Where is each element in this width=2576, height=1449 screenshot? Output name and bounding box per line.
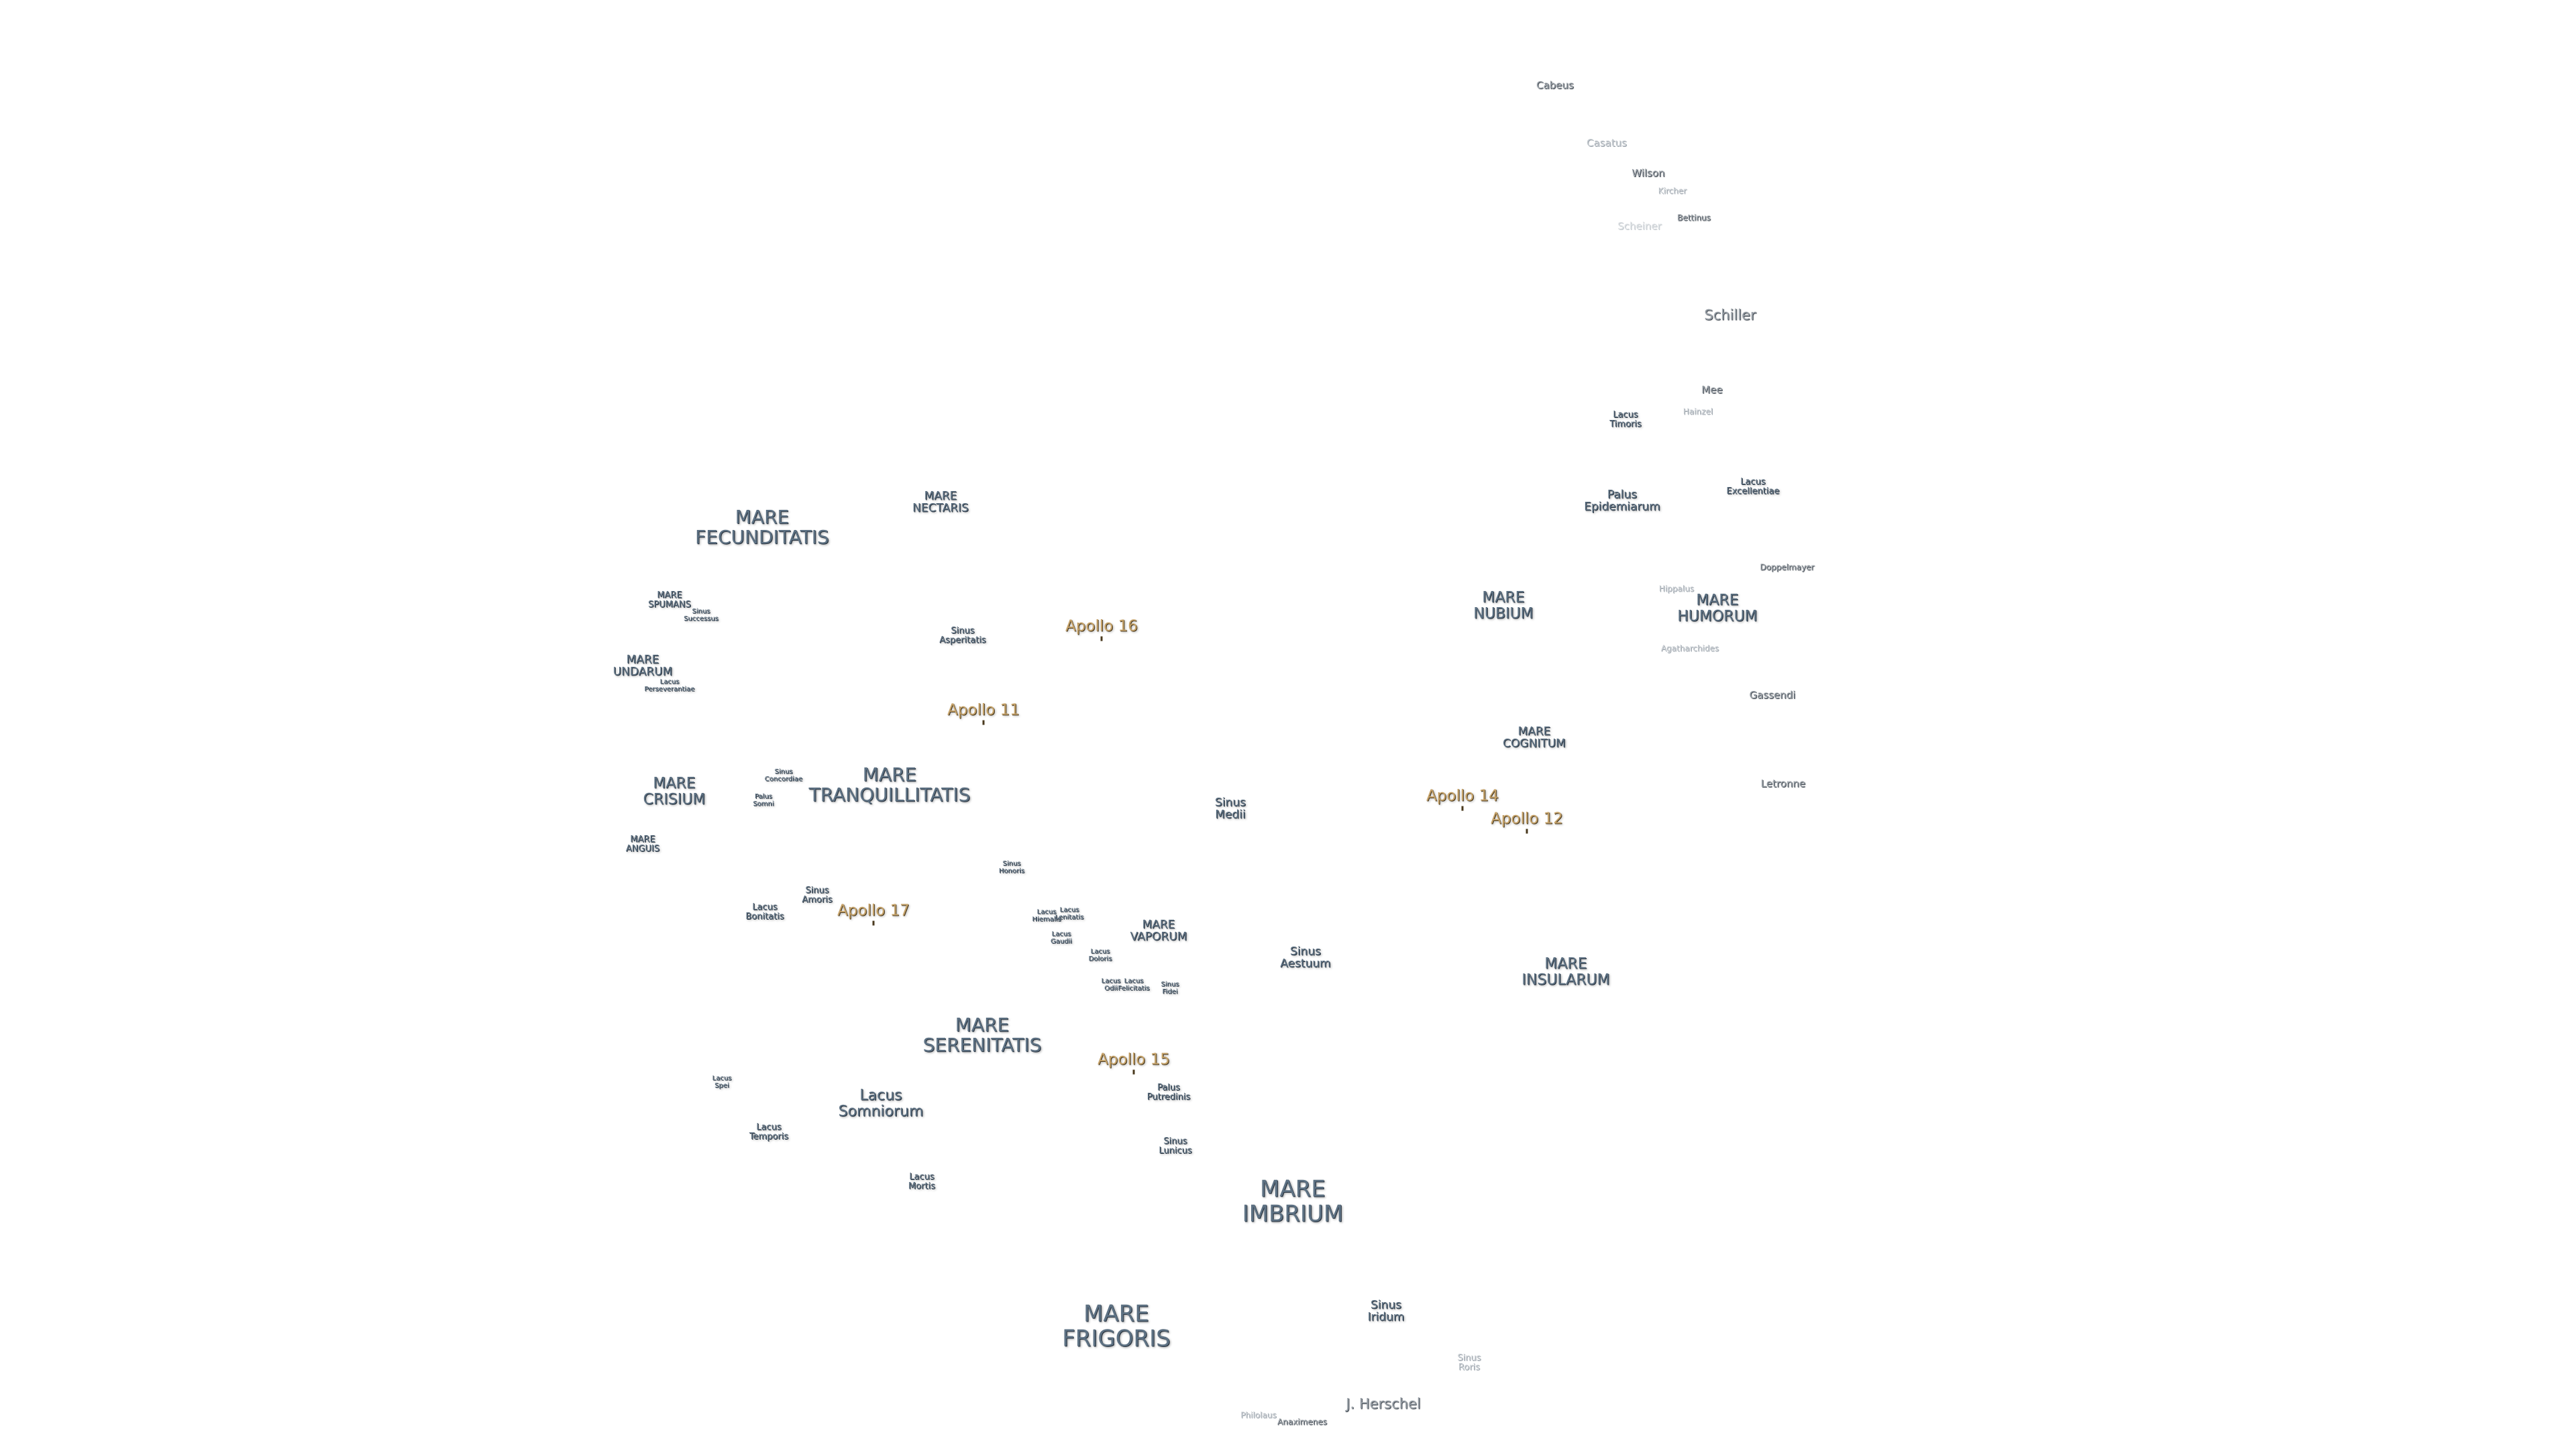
label-crater-j-herschel: J. Herschel bbox=[1346, 1395, 1421, 1412]
apollo-15-pin-icon bbox=[1132, 1069, 1135, 1075]
label-crater-mee: Mee bbox=[1701, 383, 1723, 396]
marker-apollo-14[interactable]: Apollo 14 bbox=[1426, 788, 1499, 811]
marker-apollo-11[interactable]: Apollo 11 bbox=[947, 702, 1020, 725]
marker-apollo-12[interactable]: Apollo 12 bbox=[1491, 810, 1563, 834]
label-crater-kircher: Kircher bbox=[1658, 186, 1687, 196]
label-crater-scheiner: Scheiner bbox=[1617, 219, 1662, 232]
label-crater-casatus: Casatus bbox=[1587, 136, 1627, 149]
apollo-11-pin-icon bbox=[982, 720, 985, 725]
label-crater-hippalus: Hippalus bbox=[1658, 584, 1695, 594]
label-crater-cabeus: Cabeus bbox=[1536, 78, 1574, 91]
label-crater-hainzel: Hainzel bbox=[1682, 407, 1713, 417]
apollo-16-pin-icon bbox=[1100, 636, 1103, 641]
label-crater-agatharchides: Agatharchides bbox=[1660, 643, 1719, 653]
apollo-14-pin-icon bbox=[1461, 806, 1464, 811]
label-crater-letronne: Letronne bbox=[1760, 777, 1806, 790]
apollo-12-pin-icon bbox=[1525, 828, 1528, 834]
label-crater-gassendi: Gassendi bbox=[1749, 688, 1796, 701]
label-crater-wilson: Wilson bbox=[1631, 166, 1665, 179]
marker-apollo-15[interactable]: Apollo 15 bbox=[1097, 1051, 1170, 1075]
label-crater-anaximenes: Anaximenes bbox=[1277, 1417, 1327, 1427]
marker-apollo-16[interactable]: Apollo 16 bbox=[1065, 618, 1138, 641]
label-crater-bettinus: Bettinus bbox=[1677, 213, 1711, 223]
label-crater-schiller: Schiller bbox=[1704, 307, 1756, 323]
apollo-17-pin-icon bbox=[872, 920, 875, 926]
label-crater-philolaus: Philolaus bbox=[1240, 1410, 1277, 1420]
label-crater-doppelmayer: Doppelmayer bbox=[1760, 562, 1815, 572]
marker-apollo-17[interactable]: Apollo 17 bbox=[837, 902, 910, 926]
